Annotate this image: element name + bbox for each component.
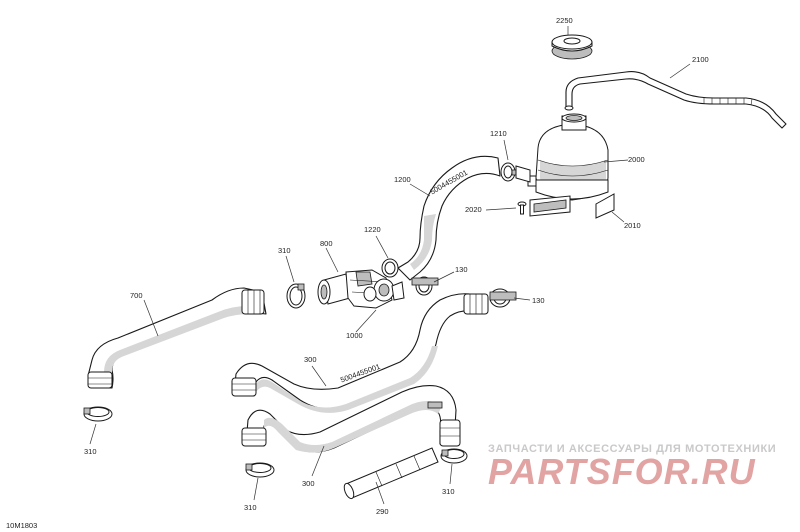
label-2000: 2000 xyxy=(628,155,645,164)
rubber-pad[interactable] xyxy=(595,193,615,219)
thermostat-seal[interactable] xyxy=(363,286,377,302)
coolant-reservoir[interactable] xyxy=(527,113,609,201)
watermark-logo: PARTSFOR.RU xyxy=(488,451,756,492)
hose-700[interactable] xyxy=(87,287,267,389)
protective-sleeve[interactable] xyxy=(342,447,439,500)
clamp-310-upper[interactable] xyxy=(286,283,306,309)
label-310-right: 310 xyxy=(442,487,455,496)
label-310-bottom: 310 xyxy=(244,503,257,512)
label-1000: 1000 xyxy=(346,331,363,340)
label-2020: 2020 xyxy=(465,205,482,214)
clamp-130-upper[interactable] xyxy=(411,276,439,296)
clamp-310-right[interactable] xyxy=(440,448,468,464)
label-2010: 2010 xyxy=(624,221,641,230)
figure-code: 10M1803 xyxy=(6,521,37,530)
label-130-upper: 130 xyxy=(455,265,468,274)
clamp-310-left[interactable] xyxy=(83,406,113,422)
label-130-right: 130 xyxy=(532,296,545,305)
label-2250: 2250 xyxy=(556,16,573,25)
clamp-310-bottom[interactable] xyxy=(245,462,275,478)
hose-1200[interactable]: 5004455001 xyxy=(397,155,501,281)
label-1200: 1200 xyxy=(394,175,411,184)
reservoir-nipple xyxy=(515,165,531,183)
reservoir-bracket[interactable] xyxy=(529,195,571,217)
label-290: 290 xyxy=(376,507,389,516)
label-310-upper: 310 xyxy=(278,246,291,255)
label-1210: 1210 xyxy=(490,129,507,138)
label-300-lower: 300 xyxy=(302,479,315,488)
hose-300-lower[interactable] xyxy=(241,385,461,453)
label-1220: 1220 xyxy=(364,225,381,234)
label-700: 700 xyxy=(130,291,143,300)
label-310-left: 310 xyxy=(84,447,97,456)
screw-2020[interactable] xyxy=(517,201,527,215)
overflow-hose[interactable] xyxy=(564,71,787,129)
label-800: 800 xyxy=(320,239,333,248)
radiator-cap[interactable] xyxy=(551,34,593,60)
watermark-caption: ЗАПЧАСТИ И АКСЕССУАРЫ ДЛЯ МОТОТЕХНИКИ xyxy=(488,443,776,455)
clamp-1220[interactable] xyxy=(381,258,399,278)
clamp-130-right[interactable] xyxy=(489,288,517,308)
clamp-1210[interactable] xyxy=(500,162,519,182)
label-2100: 2100 xyxy=(692,55,709,64)
label-300-upper: 300 xyxy=(304,355,317,364)
